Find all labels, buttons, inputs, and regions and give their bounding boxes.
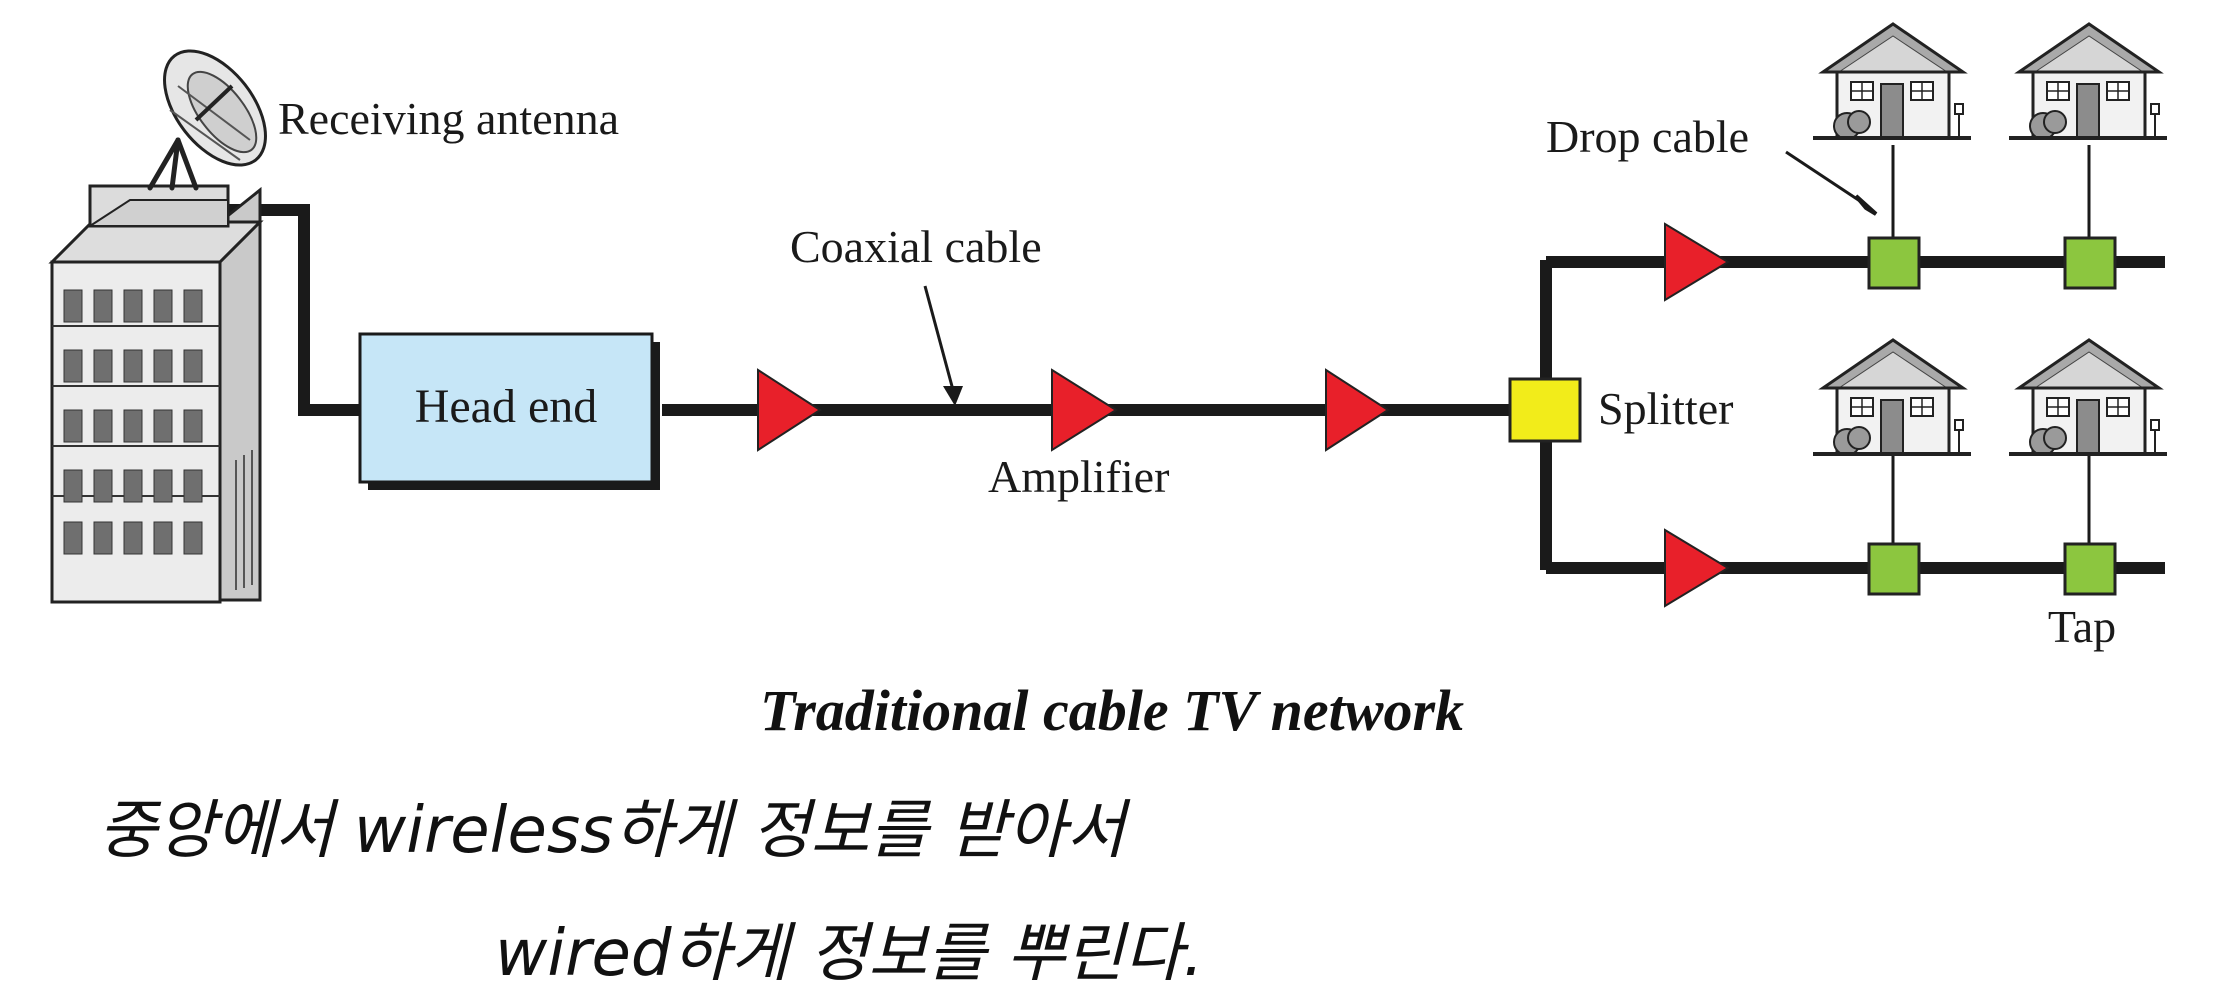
building-window (123, 469, 143, 503)
amplifier-triangle-icon (757, 368, 822, 452)
building-window (93, 289, 113, 323)
building-window (93, 469, 113, 503)
house-icon (2007, 22, 2169, 141)
tap-box-icon (1867, 542, 1921, 596)
house-icon (1811, 22, 1973, 141)
building-window (123, 289, 143, 323)
building-window (123, 349, 143, 383)
building-window (153, 409, 173, 443)
splitter-label: Splitter (1598, 383, 1733, 434)
building-window (183, 521, 203, 555)
tap-box-icon (1867, 236, 1921, 290)
head-end-box (358, 332, 660, 490)
building-window (93, 521, 113, 555)
handwritten-note-line-1: 중앙에서 wireless하게 정보를 받아서 (98, 794, 1131, 868)
building-window (183, 409, 203, 443)
building-window (153, 469, 173, 503)
building-window (153, 349, 173, 383)
building-window (93, 409, 113, 443)
building-icon (48, 184, 264, 604)
tap-box-icon (2063, 542, 2117, 596)
building-window (63, 409, 83, 443)
amplifier-triangle-icon (1051, 368, 1118, 452)
building-window (183, 349, 203, 383)
amplifier-label: Amplifier (988, 451, 1169, 502)
building-window (123, 409, 143, 443)
drop-cable-label: Drop cable (1546, 111, 1749, 162)
building-window (63, 349, 83, 383)
splitter-box-icon (1508, 377, 1582, 443)
building-window (153, 521, 173, 555)
building-window (183, 469, 203, 503)
amplifier-triangle-icon (1664, 222, 1730, 302)
house-icon (2007, 338, 2169, 457)
building-window (153, 289, 173, 323)
amplifier-triangle-icon (1325, 368, 1390, 452)
building-window (63, 289, 83, 323)
taps (1867, 236, 2117, 596)
house-icon (1811, 338, 1973, 457)
receiving-antenna-label: Receiving antenna (278, 93, 619, 144)
head-end-label: Head end (415, 380, 598, 433)
coaxial-cable-label: Coaxial cable (790, 221, 1042, 272)
tap-label: Tap (2048, 601, 2116, 652)
tap-box-icon (2063, 236, 2117, 290)
receiving-antenna-icon (147, 49, 267, 191)
amplifier-triangle-icon (1664, 528, 1730, 608)
building-window (123, 521, 143, 555)
handwritten-note-line-2: wired하게 정보를 뿌린다. (495, 917, 1204, 991)
drop-cable-pointer (1785, 150, 1878, 216)
coaxial-cable-pointer (923, 285, 963, 406)
amplifiers (757, 222, 1730, 608)
drop-cables (1891, 145, 2091, 556)
building-window (63, 521, 83, 555)
building-window (183, 289, 203, 323)
building-window (63, 469, 83, 503)
diagram-title: Traditional cable TV network (760, 678, 1464, 743)
building-window (93, 349, 113, 383)
